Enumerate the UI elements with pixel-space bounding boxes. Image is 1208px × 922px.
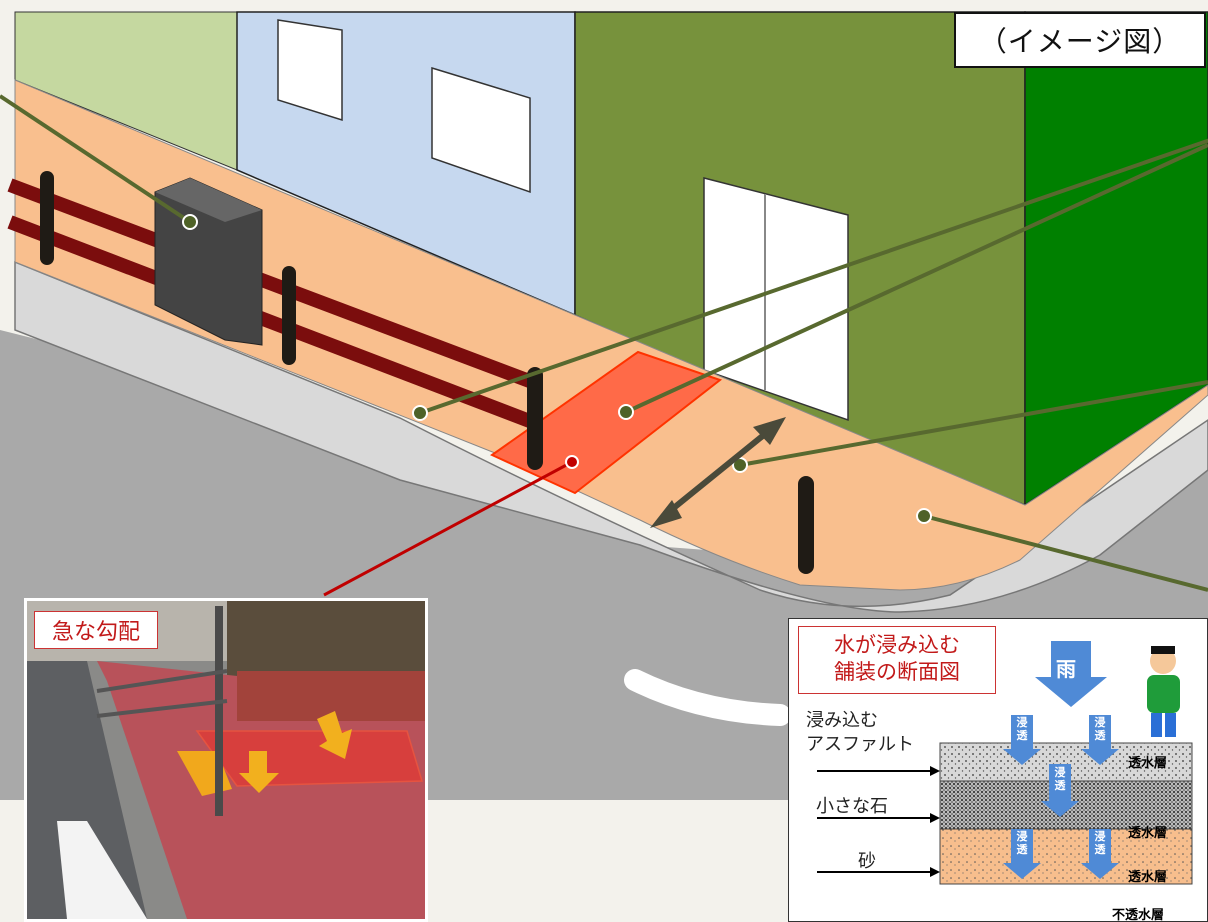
image-title: （イメージ図）: [954, 12, 1206, 68]
callout-line-red: [323, 460, 573, 597]
permeable-layer-label: 透水層: [1128, 870, 1168, 885]
label-asphalt-line1: 浸み込む: [806, 710, 878, 731]
person-icon: [1147, 646, 1180, 737]
infiltration-label: 浸透: [1016, 830, 1028, 856]
curb: [14, 260, 1208, 613]
label-sand: 砂: [858, 851, 876, 872]
callout-line: [625, 143, 1208, 414]
width-arrow-head: [650, 500, 682, 528]
steep-slope-area: [490, 350, 723, 495]
callout-dot: [618, 404, 634, 420]
width-arrow-head: [753, 417, 786, 445]
label-small-stone: 小さな石: [816, 796, 888, 817]
fence-rail: [7, 215, 543, 432]
building-dark-green: [1024, 11, 1208, 507]
infiltration-label: 浸透: [1016, 716, 1028, 742]
fence-rail: [7, 178, 543, 392]
cross-section-title-line1: 水が浸み込む: [834, 633, 960, 657]
permeable-layer-label: 透水層: [1128, 826, 1168, 841]
photo-label: 急な勾配: [34, 611, 158, 649]
callout-dot: [916, 508, 932, 524]
callout-dot-red: [565, 455, 579, 469]
label-asphalt-line2: アスファルト: [806, 734, 914, 755]
rain-arrow: [1035, 641, 1107, 707]
infiltration-label: 浸透: [1094, 716, 1106, 742]
window: [431, 66, 531, 194]
cross-section-title: 水が浸み込む 舗装の断面図: [798, 626, 996, 694]
callout-dot: [412, 405, 428, 421]
callout-line: [0, 94, 192, 224]
rain-label: 雨: [1056, 657, 1076, 681]
infiltration-arrows: [1003, 715, 1119, 879]
callout-line: [419, 138, 1208, 415]
sidewalk: [14, 79, 1208, 591]
callout-line: [739, 380, 1208, 467]
width-arrow: [663, 427, 772, 518]
infiltration-label: 浸透: [1054, 766, 1066, 792]
layer-sand: [939, 828, 1193, 885]
window: [277, 19, 343, 122]
road-marking: [624, 669, 791, 726]
impermeable-layer-label: 不透水層: [1112, 908, 1165, 922]
cross-section-title-line2: 舗装の断面図: [834, 660, 960, 684]
infiltration-label: 浸透: [1094, 830, 1106, 856]
permeable-layer-label: 透水層: [1128, 756, 1168, 771]
steep-slope-photo: [24, 598, 428, 922]
utility-box-top: [155, 178, 262, 222]
callout-dot: [182, 214, 198, 230]
callout-line: [923, 514, 1208, 592]
